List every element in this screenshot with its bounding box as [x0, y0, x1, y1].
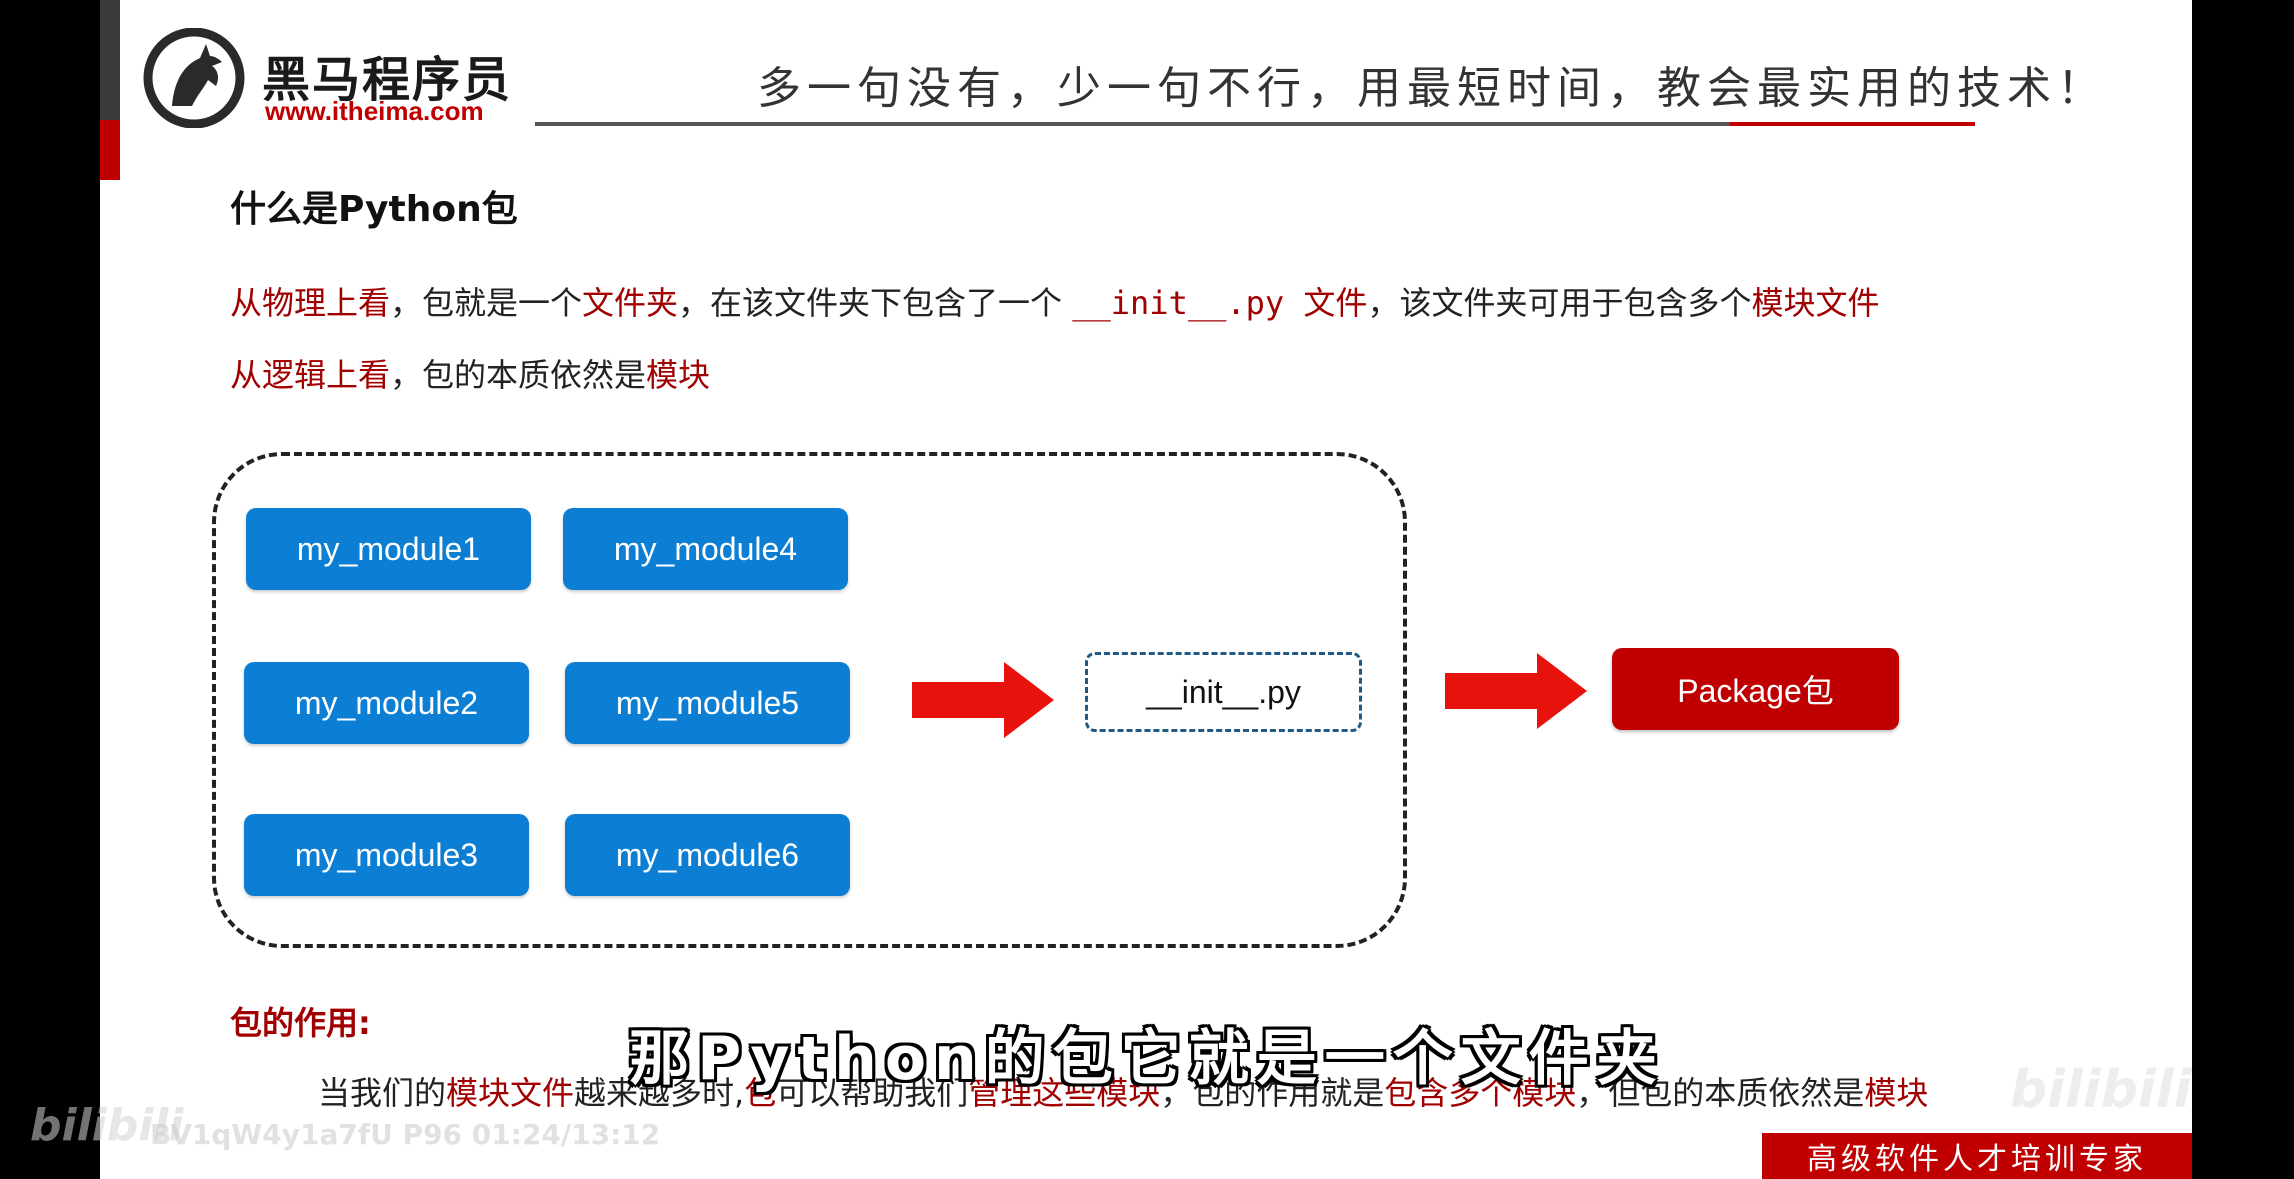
module-box: my_module6: [565, 814, 850, 896]
text-highlight: 管理这些模块: [968, 1074, 1161, 1112]
text-highlight: 从物理上看: [230, 284, 391, 322]
text-highlight: 模块: [1864, 1074, 1929, 1112]
text-highlight: 模块文件: [446, 1074, 575, 1112]
role-description: 当我们的模块文件越来越多时,包可以帮助我们管理这些模块，包的作用就是包含多个模块…: [318, 1068, 1928, 1114]
slide-title: 什么是Python包: [230, 189, 518, 230]
package-box: Package包: [1612, 648, 1899, 730]
text-plain: ，包的作用就是: [1160, 1074, 1385, 1112]
module-box: my_module1: [246, 508, 531, 590]
footer-bar: 高级软件人才培训专家: [1762, 1133, 2192, 1179]
header-divider-accent: [1730, 122, 1975, 126]
text-plain: 可以帮助我们: [776, 1074, 969, 1112]
bilibili-watermark: bilibili: [2010, 1060, 2192, 1120]
text-highlight: 模块文件: [1751, 284, 1880, 322]
text-plain: ，在该文件夹下包含了一个: [678, 284, 1073, 322]
definition-line-physical: 从物理上看，包就是一个文件夹，在该文件夹下包含了一个 __init__.py 文…: [230, 278, 1879, 324]
text-highlight: 模块: [646, 356, 711, 394]
text-plain: ，但包的本质依然是: [1576, 1074, 1865, 1112]
text-plain: 越来越多时,: [574, 1074, 745, 1112]
video-id-timestamp: BV1qW4y1a7fU P96 01:24/13:12: [150, 1118, 661, 1151]
brand-url: www.itheima.com: [265, 96, 484, 126]
init-file-box: __init__.py: [1085, 652, 1362, 732]
left-strip-dark: [100, 0, 120, 120]
header-divider: [535, 122, 1975, 126]
brand-name: 黑马程序员: [262, 52, 513, 108]
horse-logo-icon: [143, 28, 245, 128]
footer-tagline: 高级软件人才培训专家: [1807, 1142, 2147, 1177]
definition-line-logical: 从逻辑上看，包的本质依然是模块: [230, 350, 710, 396]
section-title-role: 包的作用:: [230, 1004, 371, 1042]
text-highlight: 从逻辑上看: [230, 356, 391, 394]
video-subtitle: 那Python的包它就是一个文件夹: [629, 1024, 1665, 1094]
text-code: __init__.py 文件: [1072, 284, 1368, 322]
text-plain: ，该文件夹可用于包含多个: [1367, 284, 1752, 322]
right-arrow-icon: [912, 662, 1054, 738]
slide: 黑马程序员 www.itheima.com 多一句没有，少一句不行，用最短时间，…: [100, 0, 2192, 1179]
module-box: my_module5: [565, 662, 850, 744]
text-highlight: 包: [744, 1074, 777, 1112]
text-plain: ，包就是一个: [390, 284, 583, 322]
module-box: my_module3: [244, 814, 529, 896]
left-strip-red: [100, 120, 120, 180]
text-highlight: 包含多个模块: [1384, 1074, 1577, 1112]
module-box: my_module4: [563, 508, 848, 590]
slogan: 多一句没有，少一句不行，用最短时间，教会最实用的技术！: [757, 63, 2107, 114]
text-highlight: 文件夹: [582, 284, 679, 322]
package-folder-outline: [212, 452, 1407, 948]
right-arrow-icon: [1445, 653, 1587, 729]
text-plain: ，包的本质依然是: [390, 356, 647, 394]
module-box: my_module2: [244, 662, 529, 744]
bilibili-logo: bilibili: [30, 1100, 184, 1151]
text-plain: 当我们的: [318, 1074, 447, 1112]
